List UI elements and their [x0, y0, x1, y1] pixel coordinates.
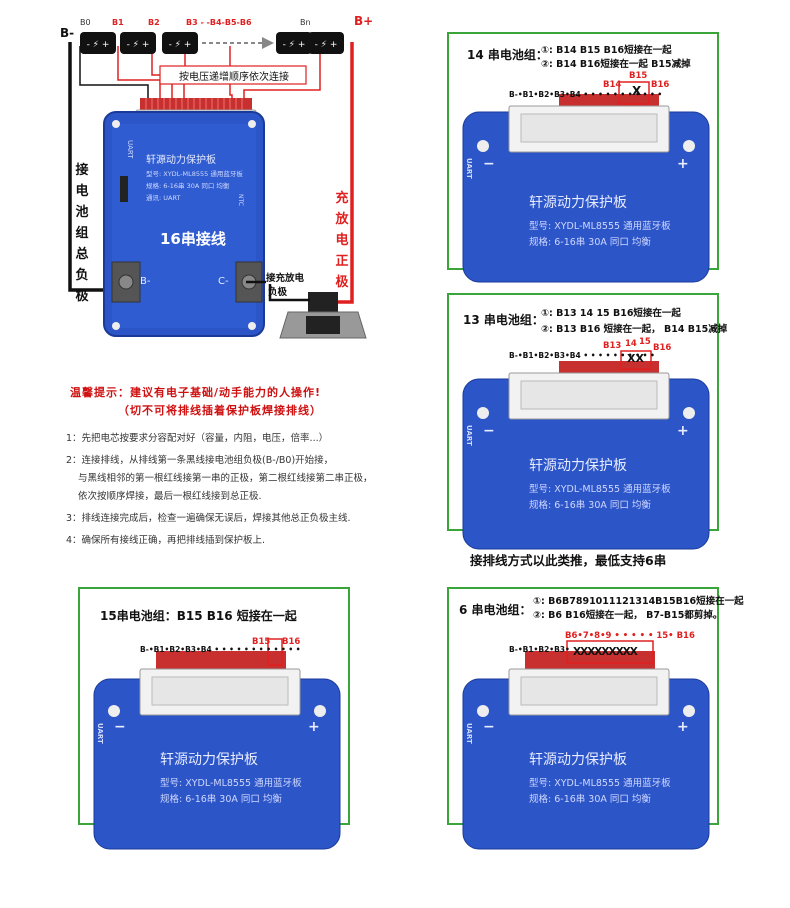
panel-6-title: 6 串电池组：	[459, 603, 532, 617]
panel-6-note-2: ②: B6 B16短接在一起， B7-B15都剪掉。	[533, 610, 723, 621]
panel-14-note-2: ②: B14 B16短接在一起 B15减掉	[541, 59, 691, 70]
panel-13-uart: UART	[465, 425, 473, 446]
panel-14-plus: +	[677, 156, 689, 172]
panel-6-note-1: ①: B6B7891011121314B15B16短接在一起	[533, 596, 744, 607]
panel-13-b13: B13	[603, 341, 622, 351]
panel-6-model: 型号: XYDL-ML8555 通用蓝牙板	[529, 778, 671, 789]
panel-13-spec: 规格: 6-16串 30A 同口 均衡	[529, 500, 651, 511]
b-plus-label: B+	[354, 14, 374, 28]
negative-main-wire	[68, 42, 118, 292]
board-comm: 通讯: UART	[146, 194, 181, 202]
wiring-title: 16串接线	[160, 230, 226, 248]
panel-6-minus: −	[483, 719, 495, 735]
panel-6-uart: UART	[465, 723, 473, 744]
instruction-2b: 与黑线相邻的第一根红线接第一串的正极，第二根红线接第二串正极，	[78, 473, 373, 484]
panel-14-uart: UART	[465, 158, 473, 179]
panel-15-brand: 轩源动力保护板	[160, 752, 258, 768]
panel-6-plus: +	[677, 719, 689, 735]
panel-15-seq: B-•B1•B2•B3•B4 • • • • • • • • • • • •	[140, 645, 301, 654]
panel-6-spec: 规格: 6-16串 30A 同口 均衡	[529, 794, 651, 805]
panel-6-tag-row: B6•7•8•9 • • • • • 15• B16	[565, 631, 695, 641]
b-minus-label: B-	[60, 26, 75, 40]
cell-b2: - ⚡ +	[120, 32, 156, 54]
panel-6-cut-marks: XXXXXXXXX	[573, 646, 638, 658]
panel-14-b15: B15	[629, 71, 648, 81]
panel-13-note-1: ①: B13 14 15 B16短接在一起	[541, 308, 681, 319]
panel-14-model: 型号: XYDL-ML8555 通用蓝牙板	[529, 221, 671, 232]
board-model: 型号: XYDL-ML8555 通用蓝牙板	[146, 170, 243, 178]
instruction-2: 2：连接排线，从排线第一条黑线接电池组负极(B-/B0)开始接，	[66, 455, 334, 466]
panel-15-uart: UART	[96, 723, 104, 744]
panel-13-note-2: ②: B13 B16 短接在一起， B14 B15减掉	[541, 324, 728, 335]
instruction-2c: 依次按顺序焊接，最后一根红线接到总正极.	[78, 491, 262, 502]
cell-bn-1: - ⚡ +	[276, 32, 312, 54]
panel-15-title: 15串电池组：B15 B16 短接在一起	[100, 609, 297, 623]
board-b-minus-pad: B-	[140, 276, 151, 287]
panel-13-minus: −	[483, 423, 495, 439]
board-uart: UART	[126, 140, 134, 159]
cell-b1: - ⚡ +	[80, 32, 116, 54]
panel-14-brand: 轩源动力保护板	[529, 195, 627, 211]
instruction-3: 3：排线连接完成后，检查一遍确保无误后，焊接其他总正负极主线.	[66, 513, 351, 524]
instruction-4: 4：确保所有接线正确，再把排线插到保护板上.	[66, 535, 266, 546]
svg-text:- ⚡ +: - ⚡ +	[127, 40, 150, 50]
panel-13-plus: +	[677, 423, 689, 439]
panel-15-b16: B16	[282, 637, 301, 647]
panel-6-brand: 轩源动力保护板	[529, 752, 627, 768]
panel-13-14: 14	[625, 339, 637, 349]
board-ntc: NTC	[237, 194, 244, 206]
board-spec: 规格: 6-16串 30A 同口 均衡	[146, 182, 230, 190]
instruction-1: 1：先把电芯按要求分容配对好（容量，内阻，电压，倍率...）	[66, 433, 329, 444]
panel-13-b16: B16	[653, 343, 672, 353]
panel-14-b14: B14	[603, 80, 622, 90]
panel-14-note-1: ①: B14 B15 B16短接在一起	[541, 45, 672, 56]
cell-b3-b6-label: B3 - -B4-B5-B6	[186, 18, 252, 27]
panel-15-model: 型号: XYDL-ML8555 通用蓝牙板	[160, 778, 302, 789]
board-brand: 轩源动力保护板	[146, 155, 216, 166]
warning-line-1: 温馨提示：建议有电子基础/动手能力的人操作!	[70, 386, 322, 399]
panel-13-brand: 轩源动力保护板	[529, 458, 627, 474]
panel-14-spec: 规格: 6-16串 30A 同口 均衡	[529, 237, 651, 248]
panel-14-b16: B16	[651, 80, 670, 90]
board-c-minus-pad: C-	[218, 276, 229, 287]
cell-b1-label: B1	[112, 18, 124, 27]
charge-label-1: 接充放电	[266, 270, 305, 284]
panel-15-b15: B15	[252, 637, 271, 647]
warning-line-2: （切不可将排线插着保护板焊接排线）	[118, 404, 322, 417]
panel-6-series: 6 串电池组： ①: B6B7891011121314B15B16短接在一起 ②…	[447, 587, 744, 850]
protection-board	[103, 111, 265, 337]
left-vertical-label: 接电池组总负极	[75, 163, 89, 304]
charge-label-2: 负极	[268, 287, 288, 298]
panel-15-spec: 规格: 6-16串 30A 同口 均衡	[160, 794, 282, 805]
cell-b3: - ⚡ +	[162, 32, 198, 54]
panel-13-seq: B-•B1•B2•B3•B4 • • • • • • • • • •	[509, 351, 655, 360]
panel-14-minus: −	[483, 156, 495, 172]
panel-13-series: 13 串电池组： ①: B13 14 15 B16短接在一起 ②: B13 B1…	[447, 293, 727, 550]
cell-bn: - ⚡ +	[308, 32, 344, 54]
cell-bn-label: Bn	[300, 18, 311, 27]
panel-14-cut-mark: X	[632, 84, 642, 98]
panel-15-plus: +	[308, 719, 320, 735]
wiring-diagram: - ⚡ + - ⚡ + - ⚡ + - ⚡ + - ⚡ +	[68, 32, 367, 339]
right-vertical-label: 充放电正极	[335, 191, 349, 290]
svg-text:- ⚡ +: - ⚡ +	[315, 40, 338, 50]
cell-b2-label: B2	[148, 18, 160, 27]
center-note: 接排线方式以此类推，最低支持6串	[470, 553, 667, 568]
panel-15-minus: −	[114, 719, 126, 735]
connect-order-text: 按电压递增顺序依次连接	[179, 72, 289, 83]
panel-13-15: 15	[639, 337, 651, 347]
charge-port	[279, 292, 367, 339]
panel-13-model: 型号: XYDL-ML8555 通用蓝牙板	[529, 484, 671, 495]
panel-14-title: 14 串电池组：	[467, 48, 548, 62]
panel-14-series: 14 串电池组： ①: B14 B15 B16短接在一起 ②: B14 B16短…	[447, 32, 719, 283]
svg-text:- ⚡ +: - ⚡ +	[169, 40, 192, 50]
panel-13-title: 13 串电池组：	[463, 313, 544, 327]
cell-b0-label: B0	[80, 18, 91, 27]
panel-15-series: 15串电池组：B15 B16 短接在一起 B15 B16 B-•B1•B2•B3…	[78, 587, 350, 850]
panel-13-cut-mark: XX	[627, 352, 644, 365]
svg-text:- ⚡ +: - ⚡ +	[283, 40, 306, 50]
svg-text:- ⚡ +: - ⚡ +	[87, 40, 110, 50]
panel-6-seq: B-•B1•B2•B3•	[509, 645, 570, 654]
panel-14-seq: B-•B1•B2•B3•B4 • • • • • • • • • • •	[509, 90, 663, 99]
